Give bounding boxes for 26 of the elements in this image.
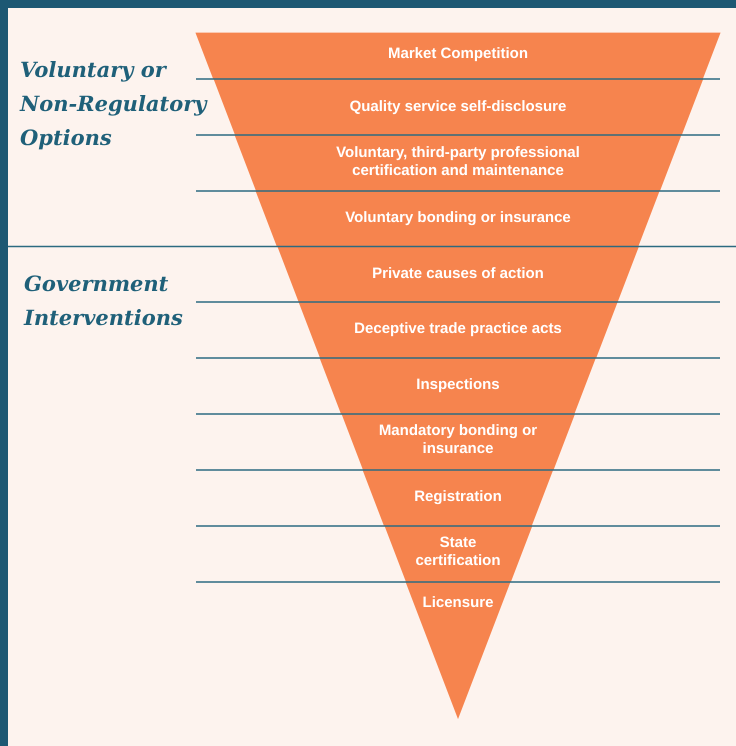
tier-label: Mandatory bonding or insurance <box>378 422 538 458</box>
section-band <box>8 247 736 746</box>
tier-label: State certification <box>414 534 502 570</box>
pyramid-tier <box>342 414 574 470</box>
tier-label: Registration <box>413 488 503 506</box>
pyramid-tier <box>406 582 510 718</box>
pyramid-tier <box>384 526 532 582</box>
pyramid-tier <box>235 135 681 191</box>
tier-label: Private causes of action <box>371 265 545 283</box>
tier-label: Inspections <box>415 376 501 394</box>
tier-label: Deceptive trade practice acts <box>353 320 563 338</box>
pyramid-tier <box>256 191 660 246</box>
tier-label: Licensure <box>422 594 494 612</box>
tier-label: Voluntary, third-party professional certification and maintenance <box>335 144 581 180</box>
tier-label: Quality service self-disclosure <box>348 98 568 116</box>
pyramid-tier <box>214 79 702 135</box>
tier-label: Market Competition <box>386 45 529 63</box>
section-heading: Government Interventions <box>24 270 184 332</box>
pyramid-tier <box>196 33 720 79</box>
pyramid-tier <box>298 302 618 358</box>
section-heading: Voluntary or Non-Regulatory Options <box>20 56 209 152</box>
section-band <box>8 8 736 246</box>
pyramid-tier <box>363 470 553 526</box>
tier-label: Voluntary bonding or insurance <box>344 209 572 227</box>
pyramid-tier <box>278 247 638 302</box>
pyramid-tier <box>320 358 596 414</box>
